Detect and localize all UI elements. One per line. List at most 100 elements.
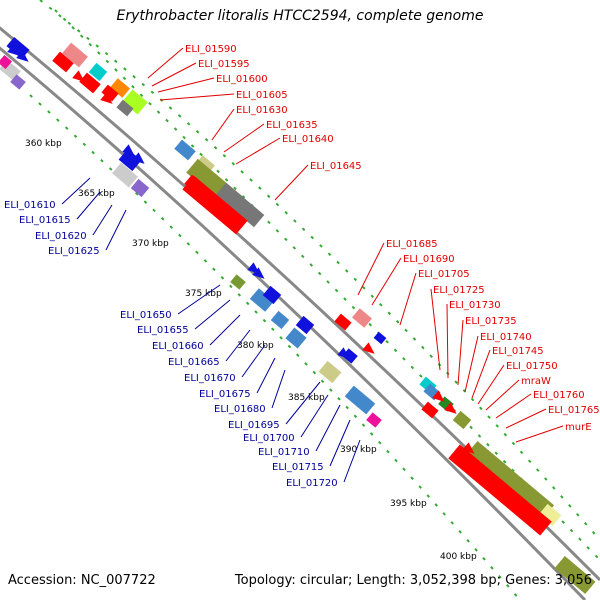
forward-gene-label: ELI_01690 (403, 254, 455, 265)
forward-gene-leader (464, 335, 479, 393)
gene-block-16 (130, 178, 150, 198)
gene-arrow-2 (132, 152, 145, 164)
forward-gene-label: ELI_01630 (236, 105, 288, 116)
gene-arrow-13 (72, 70, 85, 82)
reverse-gene-leader (76, 191, 101, 220)
forward-gene-leader (157, 77, 215, 93)
forward-gene-leader (505, 408, 547, 429)
scale-tick-label: 375 kbp (185, 289, 222, 299)
gene-block-22 (270, 310, 290, 330)
reverse-gene-label: ELI_01670 (184, 373, 236, 384)
gene-block-15 (112, 162, 138, 188)
reverse-gene-leader (241, 344, 266, 378)
gene-block-40 (421, 401, 439, 419)
gene-block-31 (352, 308, 372, 328)
reverse-gene-label: ELI_01695 (228, 420, 280, 431)
backbone-layer (0, 26, 600, 600)
gene-arrow-5 (337, 347, 350, 359)
gene-block-4 (122, 89, 148, 115)
gene-block-39 (538, 503, 562, 527)
reverse-gene-label: ELI_01650 (120, 310, 172, 321)
reverse-gene-leader (177, 284, 221, 315)
gene-block-43 (0, 54, 13, 70)
gene-block-5 (52, 51, 74, 73)
forward-gene-leader (495, 393, 532, 419)
gene-arrow-8 (432, 390, 445, 402)
forward-gene-label: mraW (521, 376, 551, 387)
scale-tick-label: 370 kbp (132, 239, 169, 249)
gene-block-3 (110, 78, 130, 98)
reverse-gene-leader (315, 404, 341, 452)
accession-label: Accession: NC_007722 (8, 573, 156, 588)
reverse-gene-leader (300, 394, 329, 438)
forward-gene-leader (371, 257, 402, 306)
gene-block-23 (285, 327, 307, 349)
forward-gene-leader (151, 62, 197, 87)
reverse-gene-leader (329, 419, 351, 467)
reverse-gene-leader (343, 439, 361, 483)
forward-gene-leader (399, 272, 417, 326)
reverse-gene-label: ELI_01610 (4, 200, 56, 211)
scale-tick-label: 390 kbp (340, 445, 377, 455)
gene-block-7 (101, 84, 119, 102)
gene-block-25 (295, 315, 315, 335)
reverse-gene-leader (209, 314, 241, 346)
gene-block-1 (62, 42, 88, 68)
reverse-gene-label: ELI_01675 (199, 389, 251, 400)
scale-tick-label: 365 kbp (78, 189, 115, 199)
forward-gene-label: ELI_01725 (433, 285, 485, 296)
forward-gene-label: ELI_01645 (310, 161, 362, 172)
gene-block-41 (448, 444, 552, 536)
gene-arrow-9 (444, 402, 457, 414)
reverse-gene-label: ELI_01710 (258, 447, 310, 458)
gene-labels-layer: ELI_01590ELI_01595ELI_01600ELI_01605ELI_… (4, 44, 600, 489)
gene-block-8 (116, 99, 134, 117)
gene-block-38 (465, 440, 555, 520)
reverse-gene-leader (256, 357, 276, 394)
forward-gene-label: ELI_01730 (449, 300, 501, 311)
forward-gene-leader (159, 93, 235, 101)
reverse-gene-label: ELI_01720 (286, 478, 338, 489)
reverse-gene-label: ELI_01620 (35, 231, 87, 242)
forward-gene-label: ELI_01605 (236, 90, 288, 101)
forward-gene-label: murE (565, 422, 592, 433)
forward-gene-leader (430, 288, 441, 371)
forward-gene-label: ELI_01765 (548, 405, 600, 416)
reverse-gene-label: ELI_01700 (243, 433, 295, 444)
forward-gene-leader (223, 123, 265, 153)
genome-summary-label: Topology: circular; Length: 3,052,398 bp… (234, 573, 592, 588)
reverse-gene-leader (194, 299, 231, 330)
forward-gene-label: ELI_01750 (506, 361, 558, 372)
gene-arrow-10 (462, 442, 475, 454)
gene-arrow-11 (362, 342, 375, 354)
gene-block-17 (118, 148, 142, 172)
dotted-track-1 (39, 0, 600, 541)
gene-block-29 (344, 385, 376, 415)
reverse-gene-label: ELI_01660 (152, 341, 204, 352)
forward-gene-label: ELI_01685 (386, 239, 438, 250)
forward-gene-label: ELI_01635 (266, 120, 318, 131)
gene-block-21 (249, 288, 275, 312)
reverse-gene-label: ELI_01665 (168, 357, 220, 368)
scale-tick-label: 360 kbp (25, 139, 62, 149)
backbone-inner-arc (0, 46, 587, 600)
reverse-gene-label: ELI_01615 (19, 215, 71, 226)
dotted-track-2 (29, 94, 521, 600)
gene-arrow-1 (122, 144, 135, 156)
gene-block-37 (452, 410, 472, 430)
forward-gene-label: ELI_01595 (198, 59, 250, 70)
scale-tick-label: 400 kbp (440, 552, 477, 562)
forward-gene-label: ELI_01640 (282, 134, 334, 145)
gene-features-layer (0, 36, 596, 594)
gene-block-14 (182, 175, 248, 235)
forward-gene-leader (485, 379, 520, 411)
gene-block-33 (373, 331, 387, 345)
gene-arrow-7 (16, 50, 29, 62)
gene-block-12 (215, 182, 265, 228)
forward-gene-label: ELI_01590 (185, 44, 237, 55)
forward-gene-leader (211, 108, 235, 141)
forward-gene-leader (147, 47, 184, 79)
reverse-gene-leader (61, 177, 91, 205)
forward-gene-leader (446, 303, 449, 379)
